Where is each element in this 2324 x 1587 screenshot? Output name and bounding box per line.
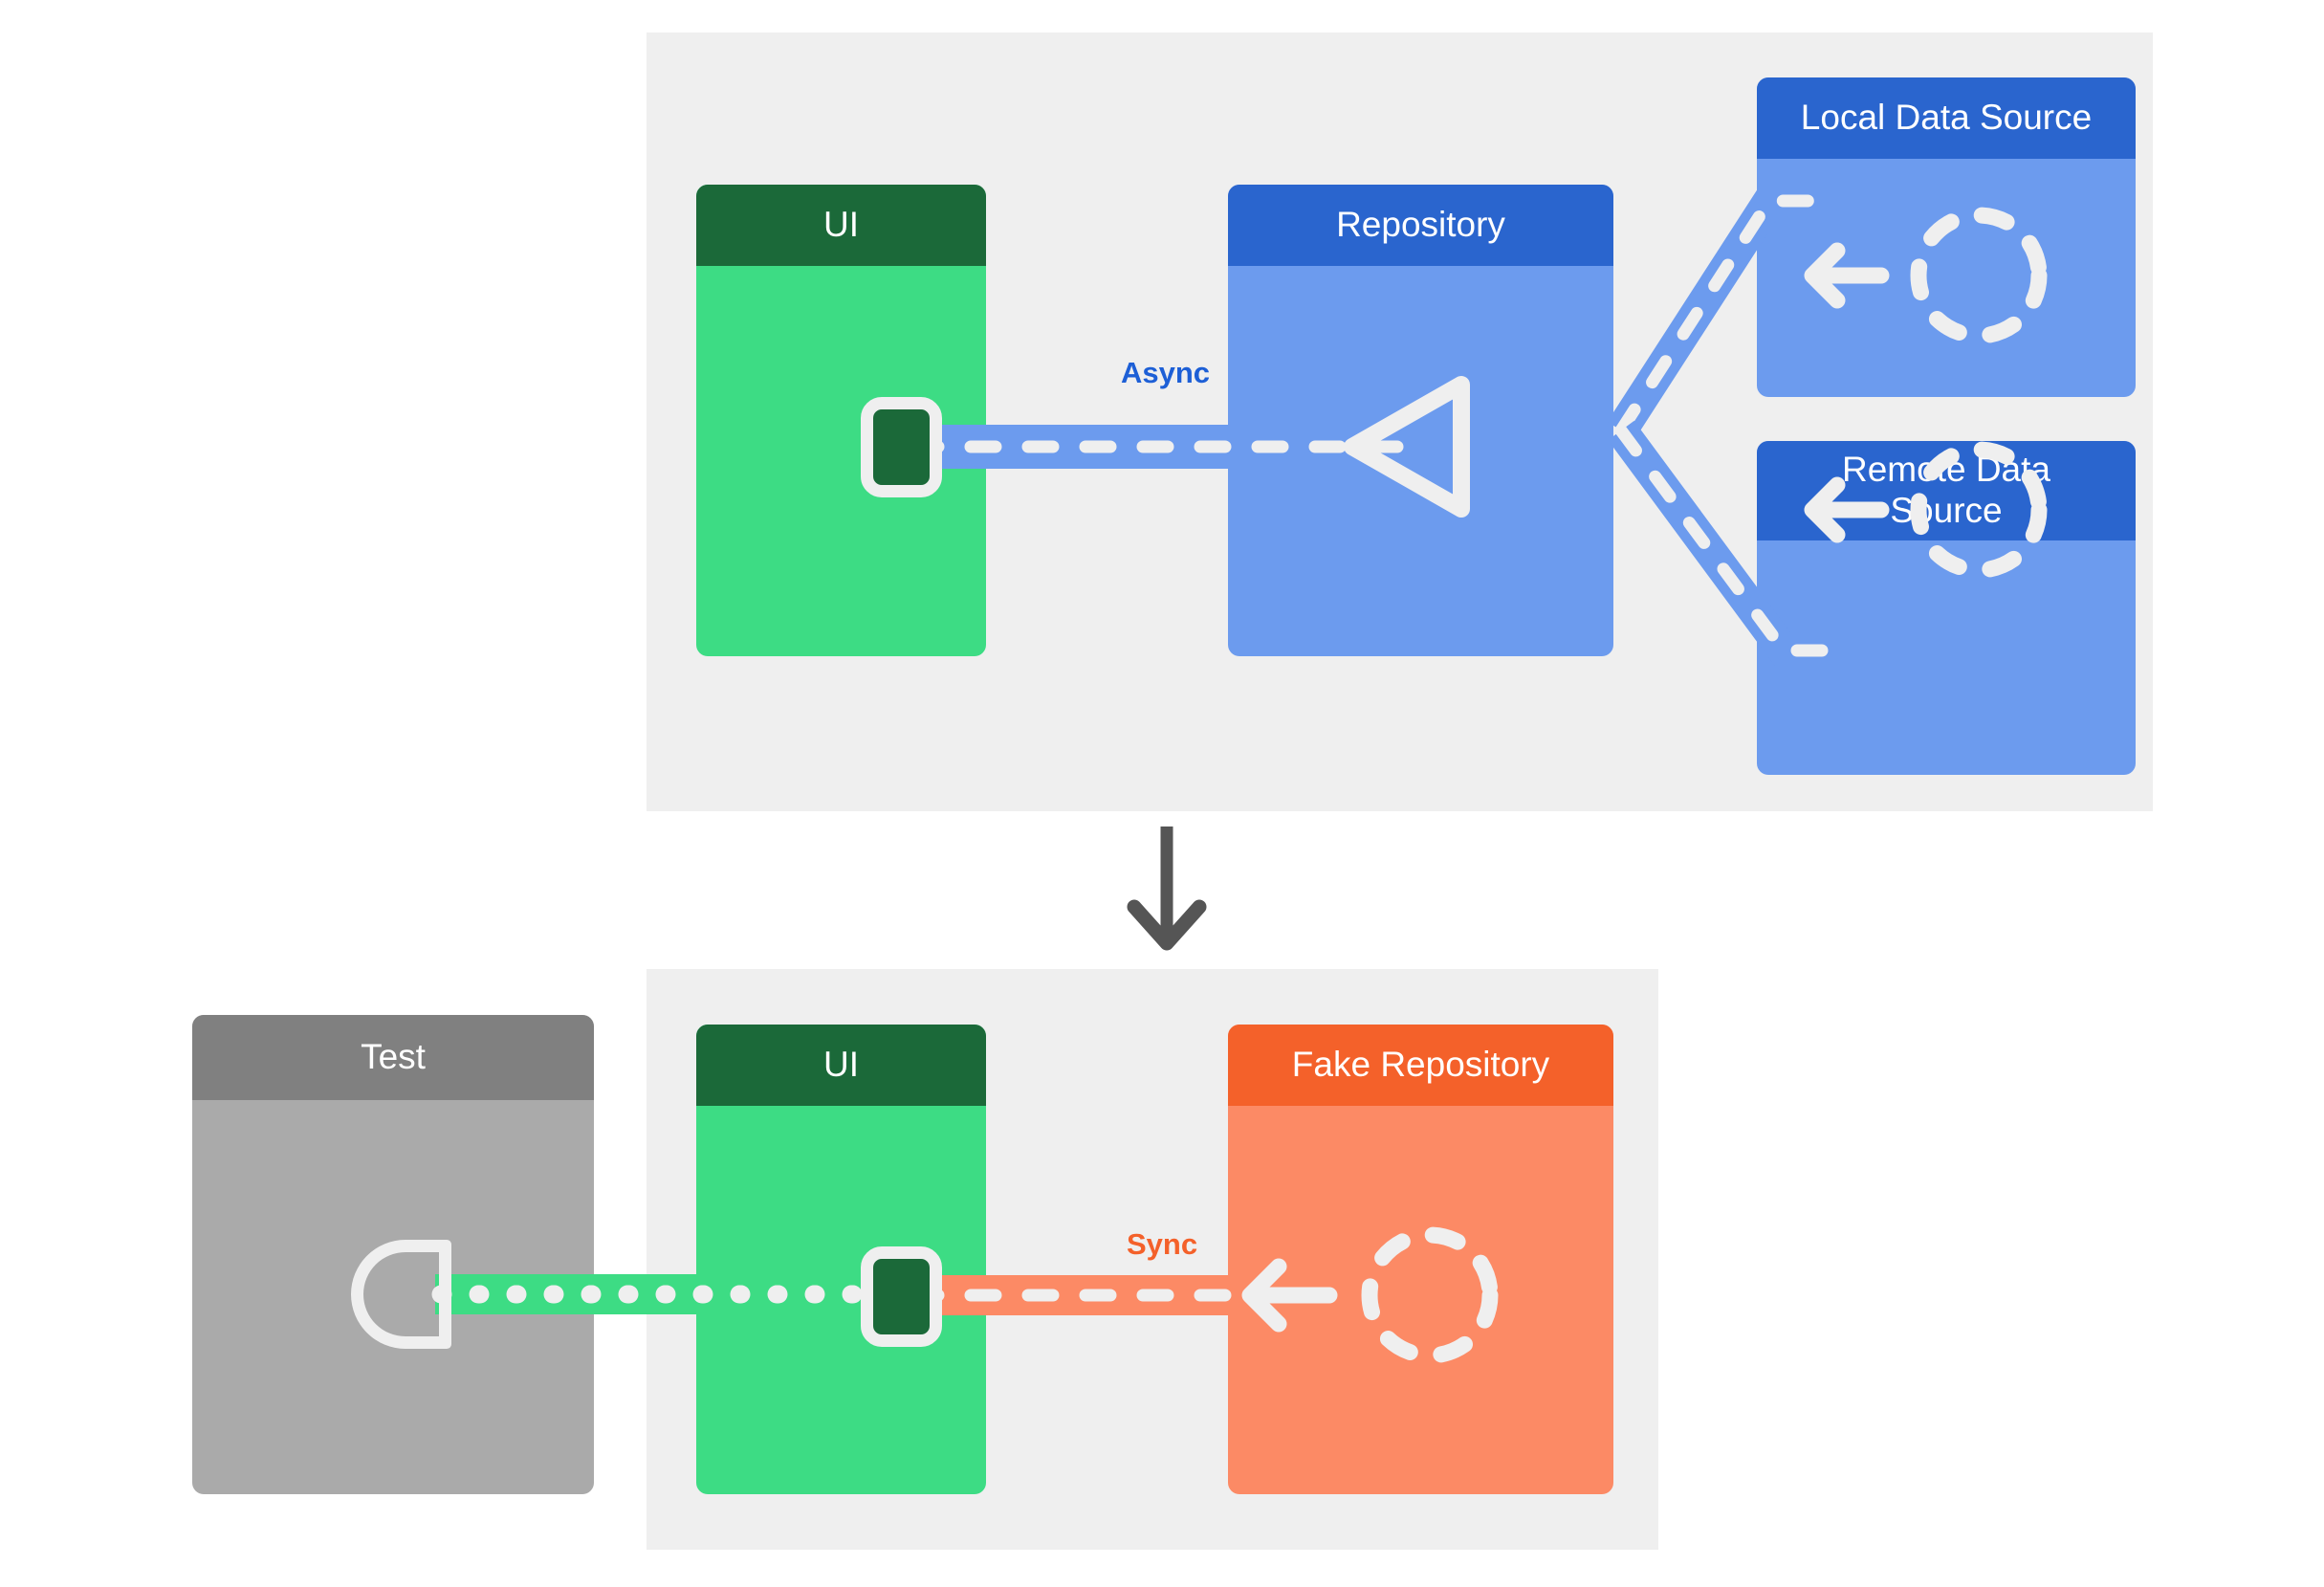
ui-card-production-title: UI [823, 205, 859, 245]
ui-card-production[interactable]: UI [696, 185, 986, 656]
fake-repository-card[interactable]: Fake Repository [1228, 1025, 1613, 1494]
local-data-source-card-title: Local Data Source [1800, 98, 2093, 138]
remote-data-source-icons [1804, 441, 2048, 579]
sync-connection-dashes [907, 1289, 1322, 1302]
test-to-ui-dots [431, 1285, 923, 1304]
local-data-source-card[interactable]: Local Data Source [1757, 77, 2136, 397]
fake-repository-icons [1241, 1226, 1499, 1364]
local-data-source-card-header: Local Data Source [1757, 77, 2136, 159]
socket-icon-test [351, 1240, 451, 1349]
repository-card-title: Repository [1336, 205, 1505, 245]
fake-repository-card-header: Fake Repository [1228, 1025, 1613, 1106]
sync-connection-label: Sync [1127, 1227, 1198, 1261]
repository-card[interactable]: Repository [1228, 185, 1613, 656]
merge-triangle-icon [1344, 376, 1470, 518]
fake-repository-card-title: Fake Repository [1291, 1045, 1550, 1085]
ui-card-production-header: UI [696, 185, 986, 266]
repository-to-datasources-connectors [1607, 185, 1833, 667]
plug-icon-ui-production [861, 397, 942, 497]
ui-card-test-title: UI [823, 1045, 859, 1085]
test-card-title: Test [361, 1037, 426, 1077]
ui-card-test[interactable]: UI [696, 1025, 986, 1494]
local-data-source-icons [1804, 207, 2048, 344]
repository-card-header: Repository [1228, 185, 1613, 266]
async-connection-label: Async [1121, 356, 1211, 389]
async-connection-dashes [907, 440, 1417, 453]
test-card-header: Test [192, 1015, 594, 1100]
down-arrow [1127, 827, 1207, 951]
plug-icon-ui-test [861, 1246, 942, 1347]
ui-card-test-header: UI [696, 1025, 986, 1106]
